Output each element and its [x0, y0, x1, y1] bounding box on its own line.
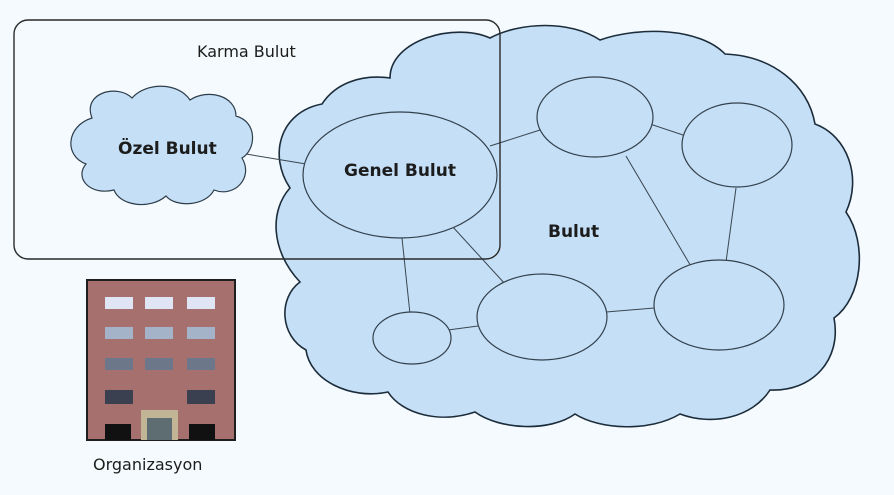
- link-center-lower-right: [605, 307, 655, 313]
- link-public-bottom-center: [451, 225, 507, 286]
- cloud-nodes: [302, 76, 793, 365]
- node-lower-right: [653, 259, 785, 351]
- node-bottom-center: [476, 273, 608, 361]
- public-cloud-label: Genel Bulut: [344, 161, 456, 181]
- link-top-lower-right: [625, 155, 693, 269]
- connections: [245, 123, 737, 331]
- link-top-right: [649, 123, 687, 137]
- node-bottom-left: [372, 311, 452, 365]
- public-cloud-node: [302, 111, 498, 239]
- cloud-label: Bulut: [548, 222, 599, 242]
- private-cloud-label: Özel Bulut: [118, 137, 217, 159]
- private-cloud-shape: [70, 85, 254, 206]
- link-public-top: [489, 129, 541, 147]
- link-public-bottom-left: [401, 237, 411, 315]
- office-building-icon: [86, 279, 236, 441]
- hybrid-cloud-frame: [13, 19, 501, 260]
- link-right-lower-right: [725, 187, 737, 263]
- link-bottom-left-center: [447, 325, 479, 331]
- node-right: [681, 102, 793, 188]
- organization-label: Organizasyon: [93, 455, 202, 474]
- link-private-public: [245, 153, 307, 165]
- node-top: [536, 76, 654, 158]
- hybrid-cloud-label: Karma Bulut: [197, 42, 296, 61]
